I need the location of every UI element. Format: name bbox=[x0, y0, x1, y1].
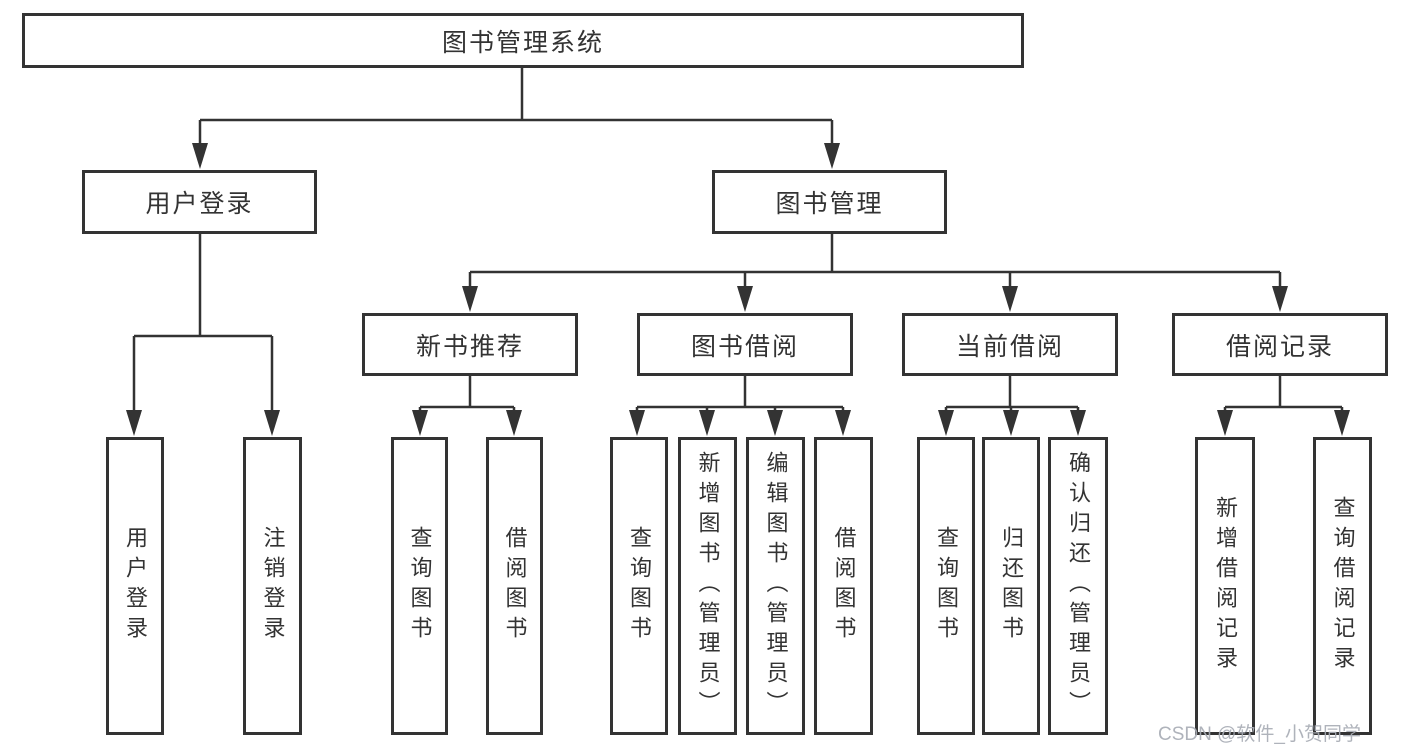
connector-bookmgmt-to-level3 bbox=[468, 234, 1282, 288]
node-borrowing-edit-books-admin: 编辑图书（管理员） bbox=[746, 437, 805, 735]
node-recommend-borrow-books: 借阅图书 bbox=[486, 437, 543, 735]
connector-borrowing-to-children bbox=[635, 376, 845, 414]
arrow-down-icon bbox=[699, 410, 715, 436]
node-borrowing-query-books: 查询图书 bbox=[610, 437, 668, 735]
node-label: 查询图书 bbox=[934, 526, 959, 646]
node-label: 当前借阅 bbox=[955, 332, 1064, 361]
node-label: 借阅图书 bbox=[502, 526, 528, 646]
connector-root-to-level2 bbox=[198, 68, 834, 145]
arrow-down-icon bbox=[264, 410, 280, 436]
arrow-down-icon bbox=[506, 410, 522, 436]
node-user-login-action: 用户登录 bbox=[106, 437, 164, 735]
arrow-down-icon bbox=[462, 286, 478, 312]
connector-userlogin-to-children bbox=[132, 234, 274, 412]
node-label: 新增图书（管理员） bbox=[695, 451, 721, 721]
node-label: 查询图书 bbox=[627, 526, 652, 646]
arrow-down-icon bbox=[126, 410, 142, 436]
node-label: 图书管理 bbox=[775, 190, 884, 218]
arrowhead-icons bbox=[126, 143, 1350, 436]
node-label: 注销登录 bbox=[260, 526, 286, 646]
arrow-down-icon bbox=[1334, 410, 1350, 436]
connector-records-to-children bbox=[1223, 376, 1344, 414]
arrow-down-icon bbox=[767, 410, 783, 436]
arrow-down-icon bbox=[737, 286, 753, 312]
arrow-down-icon bbox=[1003, 410, 1019, 436]
arrow-down-icon bbox=[1002, 286, 1018, 312]
node-book-management: 图书管理 bbox=[712, 170, 947, 234]
arrow-down-icon bbox=[938, 410, 954, 436]
arrow-down-icon bbox=[1070, 410, 1086, 436]
node-label: 新增借阅记录 bbox=[1213, 496, 1238, 676]
node-current-borrowing: 当前借阅 bbox=[902, 313, 1118, 376]
node-recommend-query-books: 查询图书 bbox=[391, 437, 448, 735]
node-current-query-books: 查询图书 bbox=[917, 437, 975, 735]
node-label: 用户登录 bbox=[145, 190, 254, 218]
node-book-borrowing: 图书借阅 bbox=[637, 313, 853, 376]
node-label: 编辑图书（管理员） bbox=[763, 451, 789, 721]
arrow-down-icon bbox=[192, 143, 208, 169]
connector-current-to-children bbox=[944, 376, 1080, 414]
node-records-query-record: 查询借阅记录 bbox=[1313, 437, 1372, 735]
connector-recommend-to-children bbox=[418, 376, 516, 414]
node-label: 新书推荐 bbox=[415, 332, 524, 361]
node-label: 图书管理系统 bbox=[441, 28, 604, 57]
node-label: 图书借阅 bbox=[690, 332, 799, 361]
arrow-down-icon bbox=[835, 410, 851, 436]
node-logout-action: 注销登录 bbox=[243, 437, 302, 735]
node-label: 确认归还（管理员） bbox=[1066, 451, 1091, 721]
node-user-login: 用户登录 bbox=[82, 170, 317, 234]
arrow-down-icon bbox=[1217, 410, 1233, 436]
node-label: 借阅图书 bbox=[831, 526, 857, 646]
node-label: 归还图书 bbox=[999, 526, 1024, 646]
node-borrowing-borrow-books: 借阅图书 bbox=[814, 437, 873, 735]
node-label: 查询图书 bbox=[407, 526, 433, 646]
node-borrowing-add-books-admin: 新增图书（管理员） bbox=[678, 437, 737, 735]
csdn-watermark: CSDN @软件_小贺同学 bbox=[1158, 724, 1361, 745]
node-label: 用户登录 bbox=[123, 526, 148, 646]
node-library-management-system: 图书管理系统 bbox=[22, 13, 1024, 68]
node-borrowing-records: 借阅记录 bbox=[1172, 313, 1388, 376]
node-current-return-books: 归还图书 bbox=[982, 437, 1040, 735]
arrow-down-icon bbox=[824, 143, 840, 169]
node-label: 借阅记录 bbox=[1225, 332, 1334, 361]
node-label: 查询借阅记录 bbox=[1330, 496, 1356, 676]
node-new-book-recommend: 新书推荐 bbox=[362, 313, 578, 376]
node-records-add-record: 新增借阅记录 bbox=[1195, 437, 1255, 735]
arrow-down-icon bbox=[629, 410, 645, 436]
arrow-down-icon bbox=[412, 410, 428, 436]
arrow-down-icon bbox=[1272, 286, 1288, 312]
node-current-confirm-return-admin: 确认归还（管理员） bbox=[1048, 437, 1108, 735]
